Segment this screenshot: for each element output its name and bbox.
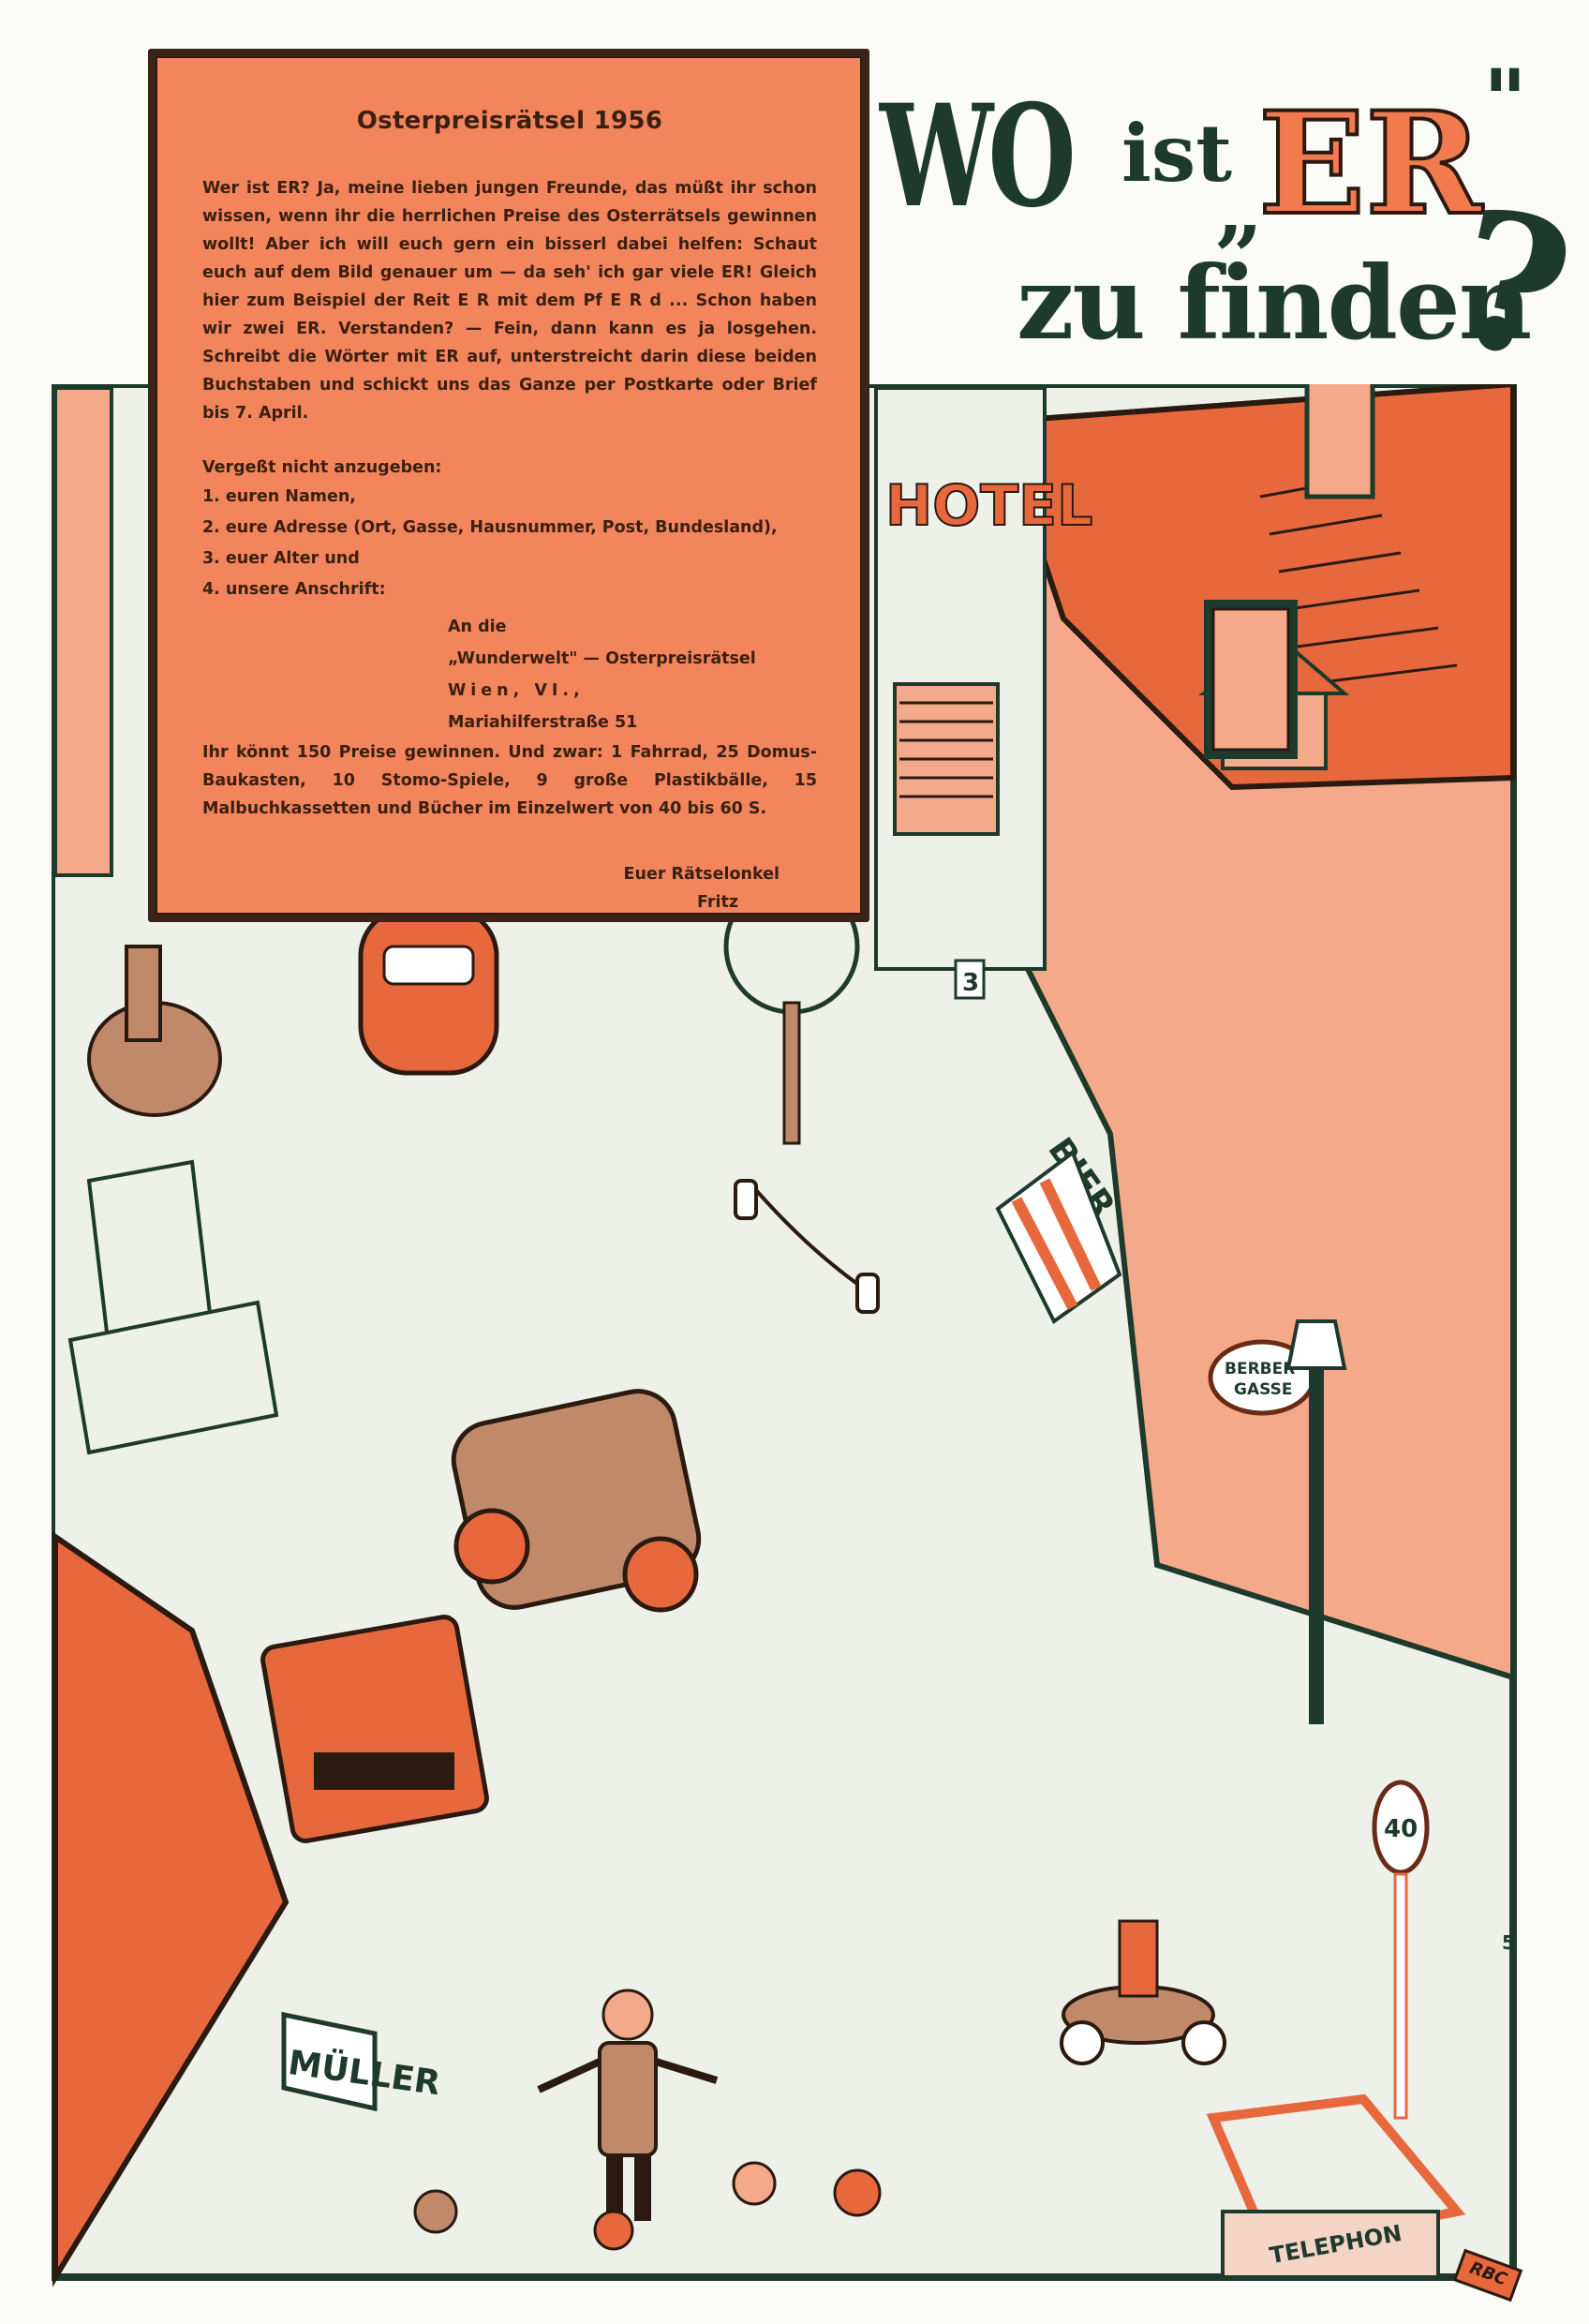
headline-zu-finden: zu finden	[1017, 245, 1532, 363]
puzzle-title: Osterpreisrätsel 1956	[356, 107, 663, 135]
required-info-item: 2. eure Adresse (Ort, Gasse, Hausnummer,…	[202, 518, 778, 537]
address-line: „Wunderwelt" — Osterpreisrätsel	[448, 649, 756, 668]
corner-house-roof	[993, 384, 1516, 791]
left-building	[53, 386, 113, 877]
address-line: Mariahilferstraße 51	[448, 713, 638, 732]
signoff: Euer Rätselonkel Fritz	[202, 860, 780, 916]
puzzle-announcement-box: Osterpreisrätsel 1956 Wer ist ER? Ja, me…	[148, 49, 869, 922]
speed-limit-sign: 40	[1372, 1780, 1430, 2120]
corner-house-number: 5	[1502, 1931, 1515, 1954]
striped-awning	[995, 1149, 1122, 1324]
street-sign-line2: GASSE	[1234, 1380, 1292, 1399]
red-jeep	[260, 1615, 489, 1843]
required-info-item: 4. unsere Anschrift:	[202, 580, 386, 599]
required-info-list: 1. euren Namen, 2. eure Adresse (Ort, Ga…	[202, 482, 817, 605]
street-sign-line1: BERBER	[1225, 1360, 1295, 1378]
house-number: 3	[962, 969, 979, 997]
hotel-sign: HOTEL	[885, 473, 1092, 539]
headline-er: ER	[1256, 82, 1484, 246]
headline-open-quote: „	[1215, 159, 1264, 259]
address-line: Wien, VI.,	[448, 681, 585, 700]
bollards-chain	[734, 1179, 880, 1314]
left-roof	[52, 1531, 290, 2287]
telephone-booth: TELEPHON	[1206, 2093, 1466, 2279]
equestrian-statue	[67, 945, 279, 1455]
scooter-rider	[1060, 1919, 1226, 2065]
red-car-top	[358, 906, 499, 1076]
puzzle-intro-text: Wer ist ER? Ja, meine lieben jungen Freu…	[202, 179, 817, 423]
tan-car	[451, 1389, 702, 1613]
mailing-address: An die „Wunderwelt" — Osterpreisrätsel W…	[448, 611, 817, 738]
signoff-line1: Euer Rätselonkel	[623, 865, 780, 884]
street-lamp	[1285, 1319, 1347, 1724]
house-number-plate	[954, 959, 986, 1000]
signoff-name: Fritz	[696, 893, 738, 912]
hotel-building	[874, 386, 1047, 971]
traffic-policeman	[537, 1989, 719, 2221]
required-info-item: 1. euren Namen,	[202, 487, 356, 506]
headline-wo: WO	[880, 74, 1077, 239]
headline: WO ist „ ER " zu finden ?	[876, 58, 1588, 405]
pedestrians-bottom	[413, 2161, 882, 2251]
headline-close-quote: "	[1483, 51, 1527, 150]
required-info-item: 3. euer Alter und	[202, 549, 360, 568]
muller-shop-sign: MÜLLER	[281, 2011, 443, 2112]
required-info-label: Vergeßt nicht anzugeben:	[202, 458, 442, 477]
headline-ist: ist	[1121, 107, 1233, 200]
shutter-slats	[899, 701, 993, 798]
prizes-text: Ihr könnt 150 Preise gewinnen. Und zwar:…	[202, 743, 817, 818]
speed-limit-value: 40	[1384, 1815, 1418, 1843]
address-line: An die	[448, 618, 507, 636]
chimney	[1304, 384, 1375, 499]
